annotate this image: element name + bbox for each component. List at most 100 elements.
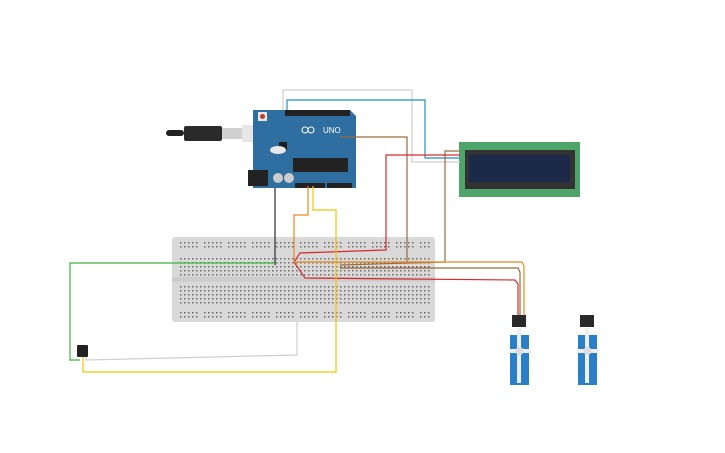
breadboard-hole[interactable]	[412, 312, 414, 314]
breadboard-hole[interactable]	[276, 286, 278, 288]
breadboard-hole[interactable]	[400, 298, 402, 300]
breadboard-hole[interactable]	[396, 242, 398, 244]
breadboard-hole[interactable]	[196, 316, 198, 318]
breadboard-hole[interactable]	[420, 312, 422, 314]
breadboard-hole[interactable]	[304, 290, 306, 292]
breadboard-hole[interactable]	[288, 274, 290, 276]
breadboard-hole[interactable]	[368, 270, 370, 272]
breadboard-hole[interactable]	[212, 274, 214, 276]
breadboard-hole[interactable]	[240, 246, 242, 248]
breadboard-hole[interactable]	[328, 302, 330, 304]
breadboard-hole[interactable]	[292, 290, 294, 292]
breadboard-hole[interactable]	[312, 274, 314, 276]
breadboard-hole[interactable]	[208, 242, 210, 244]
breadboard-hole[interactable]	[260, 286, 262, 288]
breadboard-hole[interactable]	[208, 266, 210, 268]
breadboard-hole[interactable]	[180, 312, 182, 314]
breadboard-hole[interactable]	[220, 302, 222, 304]
breadboard-hole[interactable]	[248, 294, 250, 296]
breadboard-hole[interactable]	[264, 286, 266, 288]
breadboard-hole[interactable]	[204, 242, 206, 244]
breadboard-hole[interactable]	[180, 246, 182, 248]
breadboard-hole[interactable]	[376, 294, 378, 296]
breadboard-hole[interactable]	[272, 298, 274, 300]
breadboard-hole[interactable]	[328, 290, 330, 292]
breadboard-hole[interactable]	[232, 258, 234, 260]
breadboard-hole[interactable]	[332, 316, 334, 318]
breadboard-hole[interactable]	[208, 312, 210, 314]
breadboard-hole[interactable]	[252, 258, 254, 260]
breadboard-hole[interactable]	[232, 274, 234, 276]
breadboard-hole[interactable]	[260, 312, 262, 314]
breadboard-hole[interactable]	[364, 286, 366, 288]
breadboard-hole[interactable]	[300, 316, 302, 318]
breadboard-hole[interactable]	[192, 270, 194, 272]
breadboard-hole[interactable]	[404, 290, 406, 292]
breadboard-hole[interactable]	[336, 312, 338, 314]
breadboard-hole[interactable]	[388, 258, 390, 260]
breadboard-hole[interactable]	[312, 258, 314, 260]
breadboard-hole[interactable]	[300, 246, 302, 248]
breadboard-hole[interactable]	[216, 312, 218, 314]
breadboard-hole[interactable]	[212, 290, 214, 292]
breadboard-hole[interactable]	[356, 312, 358, 314]
breadboard-hole[interactable]	[260, 298, 262, 300]
breadboard-hole[interactable]	[376, 312, 378, 314]
breadboard-hole[interactable]	[412, 316, 414, 318]
breadboard-hole[interactable]	[388, 316, 390, 318]
breadboard-hole[interactable]	[296, 274, 298, 276]
breadboard-hole[interactable]	[416, 286, 418, 288]
breadboard-hole[interactable]	[324, 298, 326, 300]
breadboard-hole[interactable]	[276, 312, 278, 314]
breadboard-hole[interactable]	[400, 246, 402, 248]
breadboard-hole[interactable]	[404, 312, 406, 314]
breadboard-hole[interactable]	[284, 262, 286, 264]
breadboard-hole[interactable]	[236, 316, 238, 318]
breadboard-hole[interactable]	[276, 242, 278, 244]
breadboard-hole[interactable]	[188, 258, 190, 260]
breadboard-hole[interactable]	[276, 298, 278, 300]
breadboard-hole[interactable]	[304, 262, 306, 264]
breadboard-hole[interactable]	[292, 266, 294, 268]
breadboard-hole[interactable]	[384, 242, 386, 244]
breadboard-hole[interactable]	[268, 242, 270, 244]
breadboard-hole[interactable]	[352, 270, 354, 272]
breadboard-hole[interactable]	[384, 294, 386, 296]
breadboard-hole[interactable]	[316, 298, 318, 300]
breadboard-hole[interactable]	[216, 266, 218, 268]
breadboard-hole[interactable]	[400, 290, 402, 292]
breadboard-hole[interactable]	[420, 294, 422, 296]
breadboard-hole[interactable]	[248, 266, 250, 268]
breadboard-hole[interactable]	[400, 266, 402, 268]
breadboard-hole[interactable]	[244, 312, 246, 314]
breadboard-hole[interactable]	[384, 266, 386, 268]
breadboard-hole[interactable]	[184, 266, 186, 268]
breadboard-hole[interactable]	[288, 294, 290, 296]
breadboard-hole[interactable]	[216, 302, 218, 304]
breadboard-hole[interactable]	[260, 258, 262, 260]
breadboard-hole[interactable]	[220, 316, 222, 318]
breadboard-hole[interactable]	[264, 312, 266, 314]
breadboard-hole[interactable]	[236, 312, 238, 314]
breadboard-hole[interactable]	[356, 316, 358, 318]
breadboard-hole[interactable]	[388, 290, 390, 292]
breadboard-hole[interactable]	[312, 316, 314, 318]
breadboard-hole[interactable]	[420, 298, 422, 300]
breadboard-hole[interactable]	[228, 294, 230, 296]
breadboard-hole[interactable]	[224, 294, 226, 296]
breadboard-hole[interactable]	[348, 266, 350, 268]
breadboard-hole[interactable]	[352, 294, 354, 296]
breadboard-hole[interactable]	[256, 290, 258, 292]
breadboard-hole[interactable]	[316, 266, 318, 268]
breadboard-hole[interactable]	[288, 286, 290, 288]
breadboard-hole[interactable]	[208, 286, 210, 288]
breadboard-hole[interactable]	[252, 290, 254, 292]
breadboard-hole[interactable]	[308, 262, 310, 264]
breadboard-hole[interactable]	[256, 312, 258, 314]
breadboard-hole[interactable]	[412, 246, 414, 248]
breadboard-hole[interactable]	[192, 242, 194, 244]
breadboard-hole[interactable]	[368, 266, 370, 268]
breadboard-hole[interactable]	[320, 302, 322, 304]
breadboard-hole[interactable]	[204, 258, 206, 260]
breadboard-hole[interactable]	[420, 246, 422, 248]
